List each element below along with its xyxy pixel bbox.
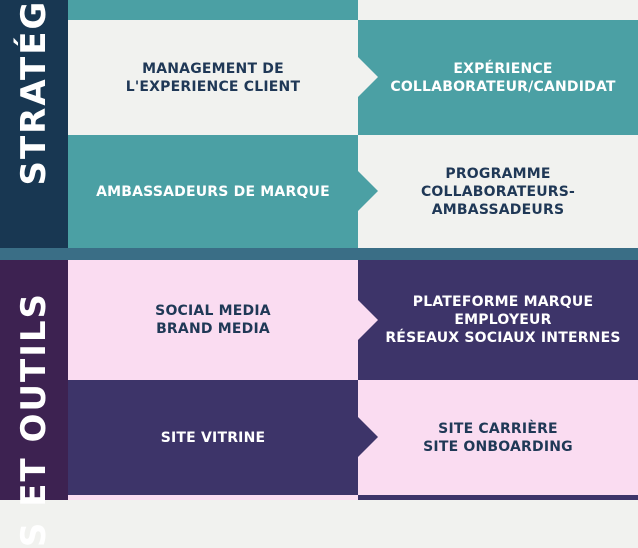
strategy-row-1-left: MANAGEMENT DE L'EXPERIENCE CLIENT (68, 20, 358, 135)
tools-row-1-arrow (358, 300, 378, 340)
strategy-top-left-strip (68, 0, 358, 20)
strategy-row-2-right-line-3: AMBASSADEURS (431, 201, 565, 218)
tools-row-1-right-line-2: EMPLOYEUR (454, 312, 552, 328)
tools-row-1-left-line-2: BRAND MEDIA (156, 321, 270, 337)
tools-row-1-left-line-1: SOCIAL MEDIA (155, 303, 271, 319)
strategy-row-2-left: AMBASSADEURS DE MARQUE (68, 135, 358, 248)
tools-row-2-right-line-2: SITE ONBOARDING (423, 438, 573, 455)
tools-row-2-left: SITE VITRINE (68, 380, 358, 495)
strategy-row-2-right: PROGRAMME COLLABORATEURS- AMBASSADEURS (358, 135, 638, 248)
strategy-row-1-left-line-2: L'EXPERIENCE CLIENT (125, 78, 301, 95)
tools-row-1-right-line-1: PLATEFORME MARQUE (412, 294, 594, 310)
section-divider (0, 248, 638, 260)
strategy-row-2-right-line-1: PROGRAMME (445, 165, 551, 182)
tools-bottom-right-strip (358, 495, 638, 500)
strategy-row-1-left-line-1: MANAGEMENT DE (142, 60, 284, 77)
strategy-row-2-right-line-2: COLLABORATEURS- (420, 183, 576, 200)
strategy-band-label: STRATÉGI (0, 0, 68, 250)
strategy-row-2-arrow (358, 171, 378, 211)
tools-row-1-left: SOCIAL MEDIA BRAND MEDIA (68, 260, 358, 380)
tools-row-2-left-line-1: SITE VITRINE (160, 429, 266, 446)
tools-label: S ET OUTILS (14, 292, 54, 548)
tools-bottom-left-strip (68, 495, 358, 500)
tools-row-1-right: PLATEFORME MARQUE EMPLOYEUR RÉSEAUX SOCI… (358, 260, 638, 380)
strategy-row-1-right-line-1: EXPÉRIENCE (453, 60, 553, 77)
tools-row-2-arrow (358, 417, 378, 457)
strategy-row-2-left-line-1: AMBASSADEURS DE MARQUE (96, 183, 330, 200)
tools-band-label: S ET OUTILS (0, 260, 68, 548)
strategy-row-1-right: EXPÉRIENCE COLLABORATEUR/CANDIDAT (358, 20, 638, 135)
strategy-row-1-arrow (358, 57, 378, 97)
strategy-row-1-right-line-2: COLLABORATEUR/CANDIDAT (390, 78, 616, 95)
strategy-label: STRATÉGI (14, 0, 54, 186)
tools-row-2-right: SITE CARRIÈRE SITE ONBOARDING (358, 380, 638, 495)
tools-row-2-right-line-1: SITE CARRIÈRE (438, 420, 558, 437)
tools-row-1-right-line-3: RÉSEAUX SOCIAUX INTERNES (385, 330, 621, 346)
strategy-top-right-strip (358, 0, 638, 20)
